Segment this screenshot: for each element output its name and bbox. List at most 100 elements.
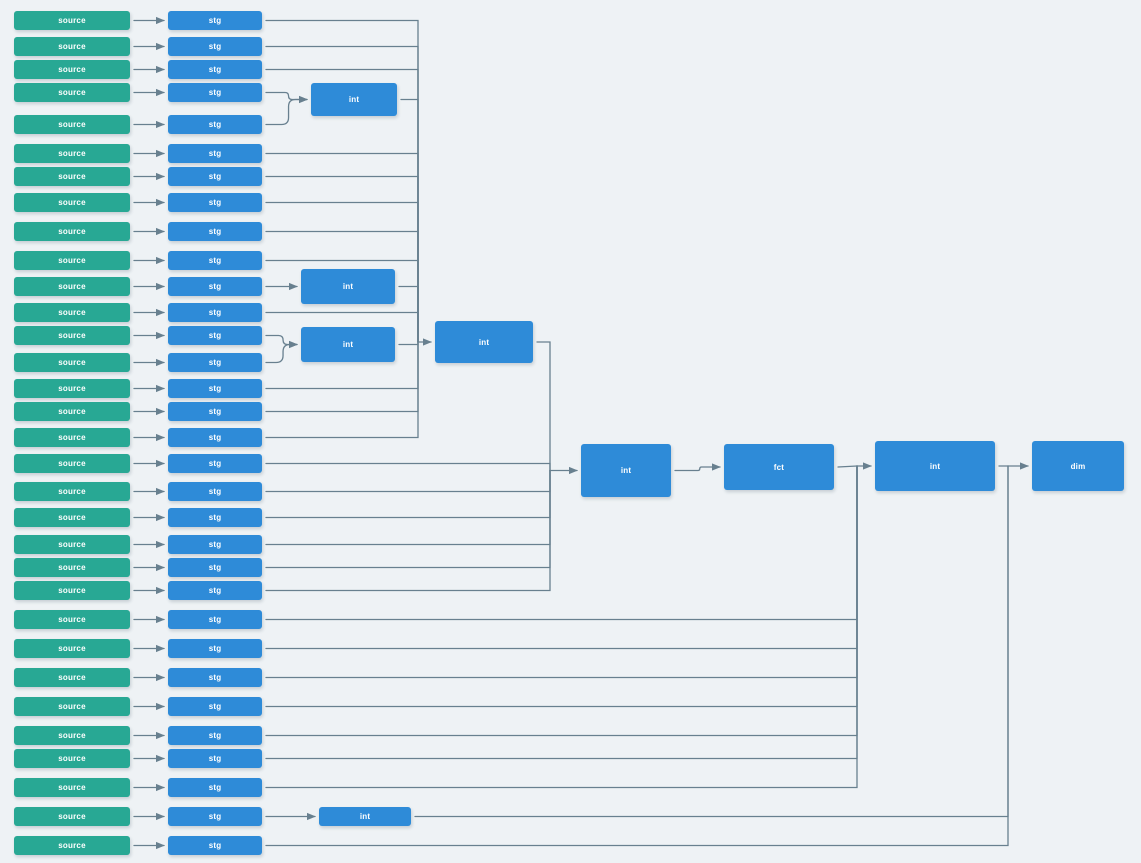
node-int4[interactable]: int [435, 321, 533, 363]
node-stg7[interactable]: stg [168, 167, 262, 186]
node-src26[interactable]: source [14, 668, 130, 687]
node-label: source [58, 198, 86, 207]
node-stg29[interactable]: stg [168, 749, 262, 768]
node-stg13[interactable]: stg [168, 326, 262, 345]
node-label: stg [208, 783, 222, 792]
node-stg15[interactable]: stg [168, 379, 262, 398]
node-stg6[interactable]: stg [168, 144, 262, 163]
node-fct1[interactable]: fct [724, 444, 834, 490]
node-label: stg [208, 487, 222, 496]
node-stg4[interactable]: stg [168, 83, 262, 102]
edge-int7-to-dim1 [414, 465, 1009, 818]
node-stg31[interactable]: stg [168, 807, 262, 826]
node-stg16[interactable]: stg [168, 402, 262, 421]
node-src15[interactable]: source [14, 379, 130, 398]
node-label: source [58, 384, 86, 393]
node-src13[interactable]: source [14, 326, 130, 345]
node-label: stg [208, 540, 222, 549]
node-src28[interactable]: source [14, 726, 130, 745]
node-label: source [58, 16, 86, 25]
node-src3[interactable]: source [14, 60, 130, 79]
node-src20[interactable]: source [14, 508, 130, 527]
node-int1[interactable]: int [311, 83, 397, 116]
node-stg1[interactable]: stg [168, 11, 262, 30]
node-stg21[interactable]: stg [168, 535, 262, 554]
node-label: stg [208, 615, 222, 624]
node-label: source [58, 88, 86, 97]
edge-stg30-to-int6 [265, 465, 858, 790]
edge-stg22-to-int5 [265, 469, 551, 569]
node-src2[interactable]: source [14, 37, 130, 56]
node-src14[interactable]: source [14, 353, 130, 372]
node-stg3[interactable]: stg [168, 60, 262, 79]
node-src21[interactable]: source [14, 535, 130, 554]
node-stg11[interactable]: stg [168, 277, 262, 296]
node-stg32[interactable]: stg [168, 836, 262, 855]
node-stg2[interactable]: stg [168, 37, 262, 56]
node-src24[interactable]: source [14, 610, 130, 629]
node-src8[interactable]: source [14, 193, 130, 212]
node-dim1[interactable]: dim [1032, 441, 1124, 491]
node-stg27[interactable]: stg [168, 697, 262, 716]
node-label: source [58, 149, 86, 158]
node-stg8[interactable]: stg [168, 193, 262, 212]
node-label: source [58, 615, 86, 624]
node-src10[interactable]: source [14, 251, 130, 270]
node-stg23[interactable]: stg [168, 581, 262, 600]
node-src1[interactable]: source [14, 11, 130, 30]
node-stg20[interactable]: stg [168, 508, 262, 527]
node-label: stg [208, 308, 222, 317]
node-src11[interactable]: source [14, 277, 130, 296]
node-src6[interactable]: source [14, 144, 130, 163]
node-src22[interactable]: source [14, 558, 130, 577]
edge-int2-to-int4 [398, 285, 419, 343]
node-src30[interactable]: source [14, 778, 130, 797]
node-src23[interactable]: source [14, 581, 130, 600]
node-int2[interactable]: int [301, 269, 395, 304]
node-stg17[interactable]: stg [168, 428, 262, 447]
node-stg18[interactable]: stg [168, 454, 262, 473]
node-stg30[interactable]: stg [168, 778, 262, 797]
node-src27[interactable]: source [14, 697, 130, 716]
node-src5[interactable]: source [14, 115, 130, 134]
node-int6[interactable]: int [875, 441, 995, 491]
node-stg26[interactable]: stg [168, 668, 262, 687]
node-int7[interactable]: int [319, 807, 411, 826]
node-int5[interactable]: int [581, 444, 671, 497]
node-stg5[interactable]: stg [168, 115, 262, 134]
node-src7[interactable]: source [14, 167, 130, 186]
node-stg24[interactable]: stg [168, 610, 262, 629]
node-src17[interactable]: source [14, 428, 130, 447]
node-stg22[interactable]: stg [168, 558, 262, 577]
edge-stg20-to-int5 [265, 469, 551, 519]
node-src25[interactable]: source [14, 639, 130, 658]
node-src18[interactable]: source [14, 454, 130, 473]
node-src32[interactable]: source [14, 836, 130, 855]
node-stg28[interactable]: stg [168, 726, 262, 745]
node-src16[interactable]: source [14, 402, 130, 421]
node-label: source [58, 783, 86, 792]
node-src19[interactable]: source [14, 482, 130, 501]
node-label: stg [208, 563, 222, 572]
node-stg9[interactable]: stg [168, 222, 262, 241]
node-src31[interactable]: source [14, 807, 130, 826]
node-stg19[interactable]: stg [168, 482, 262, 501]
node-stg14[interactable]: stg [168, 353, 262, 372]
node-stg25[interactable]: stg [168, 639, 262, 658]
node-label: source [58, 227, 86, 236]
edge-stg14-to-int3 [265, 340, 298, 364]
node-src29[interactable]: source [14, 749, 130, 768]
node-label: source [58, 358, 86, 367]
node-label: source [58, 172, 86, 181]
node-stg10[interactable]: stg [168, 251, 262, 270]
node-src4[interactable]: source [14, 83, 130, 102]
node-stg12[interactable]: stg [168, 303, 262, 322]
node-src9[interactable]: source [14, 222, 130, 241]
node-label: source [58, 754, 86, 763]
node-label: source [58, 540, 86, 549]
edge-stg21-to-int5 [265, 469, 551, 546]
edge-int4-to-int5 [536, 340, 551, 472]
node-src12[interactable]: source [14, 303, 130, 322]
node-int3[interactable]: int [301, 327, 395, 362]
